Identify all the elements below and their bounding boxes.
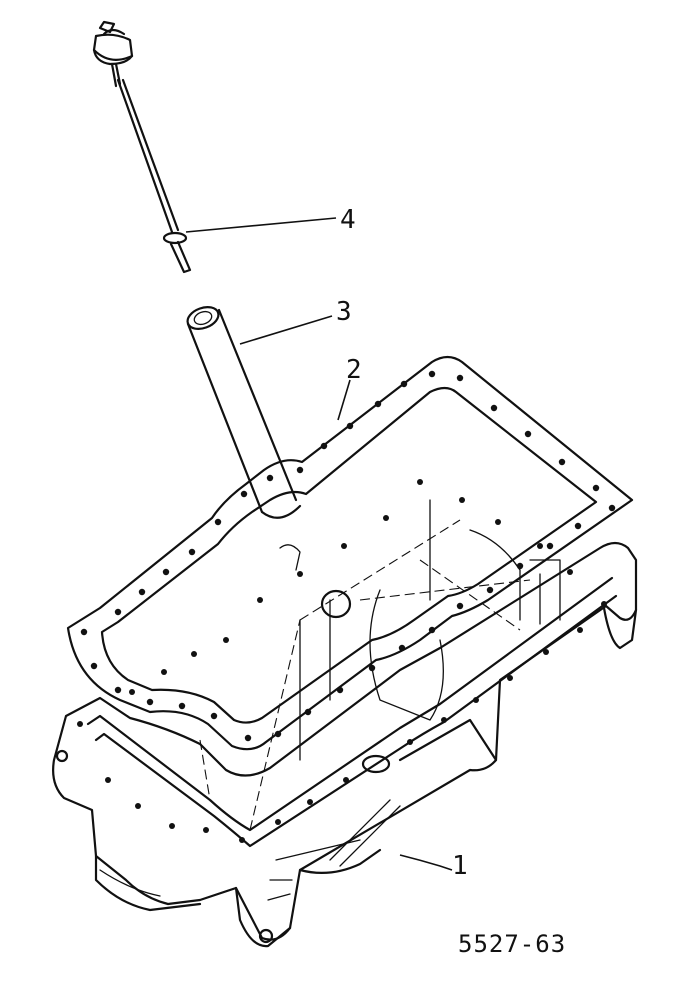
callout-label-4: 4 bbox=[340, 205, 356, 235]
callout-label-2: 2 bbox=[346, 355, 362, 385]
leader-line-2 bbox=[337, 379, 351, 421]
callout-label-1: 1 bbox=[452, 851, 468, 881]
sump-gasket bbox=[66, 355, 634, 751]
leader-line-3 bbox=[239, 315, 333, 345]
oil-sump-pan bbox=[52, 479, 638, 948]
callout-label-3: 3 bbox=[336, 297, 352, 327]
dipstick bbox=[92, 20, 192, 274]
figure-reference-number: 5527-63 bbox=[458, 930, 566, 958]
leader-line-1 bbox=[399, 854, 453, 871]
leader-line-4 bbox=[185, 217, 337, 233]
